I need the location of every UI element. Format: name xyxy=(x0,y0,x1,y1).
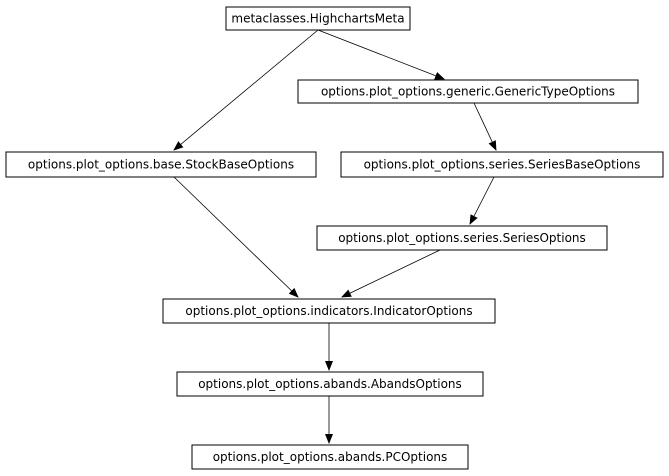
nodes-layer: metaclasses.HighchartsMeta options.plot_… xyxy=(5,6,664,470)
node-label: options.plot_options.base.StockBaseOptio… xyxy=(28,158,294,172)
node-indicator-options: options.plot_options.indicators.Indicato… xyxy=(162,298,496,324)
node-series-base-options: options.plot_options.series.SeriesBaseOp… xyxy=(340,151,664,178)
node-series-options: options.plot_options.series.SeriesOption… xyxy=(316,225,608,251)
node-label: options.plot_options.abands.AbandsOption… xyxy=(198,377,462,391)
edge-highcharts-meta-to-stock-base-options xyxy=(173,29,319,151)
edges-layer xyxy=(173,29,497,444)
node-label: options.plot_options.abands.PCOptions xyxy=(213,450,448,464)
node-generic-type-options: options.plot_options.generic.GenericType… xyxy=(297,79,639,104)
edge-series-base-options-to-series-options xyxy=(469,176,495,225)
node-label: metaclasses.HighchartsMeta xyxy=(231,12,404,26)
node-label: options.plot_options.series.SeriesOption… xyxy=(338,231,586,245)
node-label: options.plot_options.series.SeriesBaseOp… xyxy=(364,158,641,172)
edge-generic-type-options-to-series-base-options xyxy=(473,102,497,151)
node-highcharts-meta: metaclasses.HighchartsMeta xyxy=(225,6,411,31)
node-label: options.plot_options.generic.GenericType… xyxy=(321,85,615,99)
edge-stock-base-options-to-indicator-options xyxy=(173,176,299,298)
edge-series-options-to-indicator-options xyxy=(341,249,441,298)
node-pc-options: options.plot_options.abands.PCOptions xyxy=(191,444,469,470)
node-stock-base-options: options.plot_options.base.StockBaseOptio… xyxy=(5,151,317,178)
edge-highcharts-meta-to-generic-type-options xyxy=(317,29,445,80)
node-abands-options: options.plot_options.abands.AbandsOption… xyxy=(176,371,484,397)
node-label: options.plot_options.indicators.Indicato… xyxy=(185,304,472,318)
